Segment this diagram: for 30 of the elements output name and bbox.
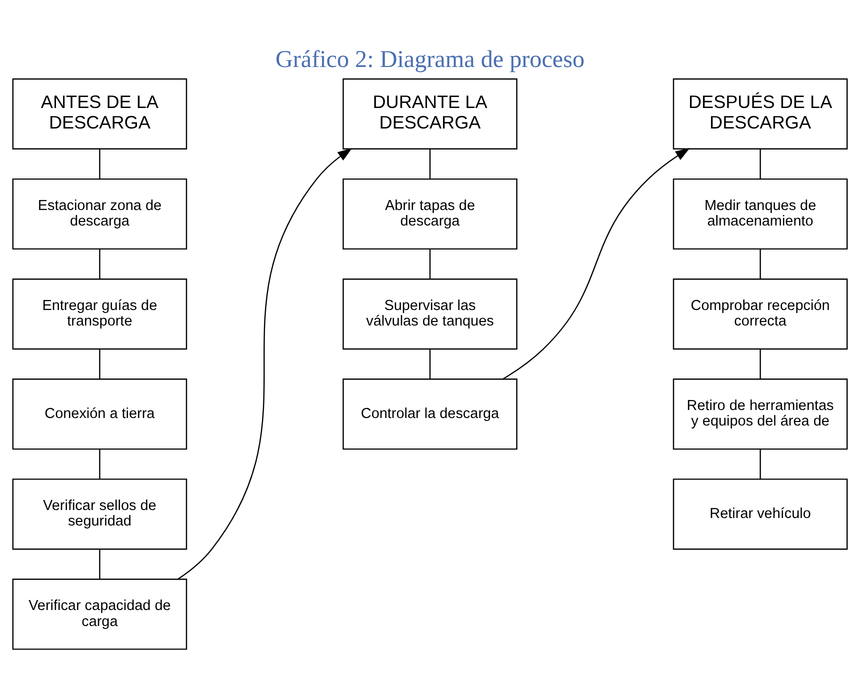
connector xyxy=(99,249,100,279)
node-box: Conexión a tierra xyxy=(12,378,188,450)
node-box: Verificar capacidad de carga xyxy=(12,578,188,650)
connector xyxy=(760,149,761,179)
node-box: Abrir tapas de descarga xyxy=(342,178,518,250)
arrow xyxy=(502,148,690,380)
connector xyxy=(99,349,100,379)
node-box: Supervisar las válvulas de tanques xyxy=(342,278,518,350)
node-box: DESPUÉS DE LA DESCARGA xyxy=(672,78,848,150)
node-box: Medir tanques de almacenamiento xyxy=(672,178,848,250)
node-box: DURANTE LA DESCARGA xyxy=(342,78,518,150)
node-box: Estacionar zona de descarga xyxy=(12,178,188,250)
connector xyxy=(429,249,431,279)
connector xyxy=(429,349,431,379)
connector xyxy=(99,149,100,179)
connector xyxy=(760,449,761,479)
connector xyxy=(429,149,431,179)
connector xyxy=(760,249,761,279)
diagram-title: Gráfico 2: Diagrama de proceso xyxy=(275,46,585,73)
connector xyxy=(99,449,100,479)
node-box: ANTES DE LA DESCARGA xyxy=(12,78,188,150)
node-box: Retirar vehículo xyxy=(672,478,848,550)
node-box: Controlar la descarga xyxy=(342,378,518,450)
connector xyxy=(760,349,761,379)
node-box: Retiro de herramientas y equipos del área de xyxy=(672,378,848,450)
arrow xyxy=(178,148,352,580)
node-box: Verificar sellos de seguridad xyxy=(12,478,188,550)
connector xyxy=(99,550,100,580)
node-box: Entregar guías de transporte xyxy=(12,278,188,350)
node-box: Comprobar recepción correcta xyxy=(672,278,848,350)
